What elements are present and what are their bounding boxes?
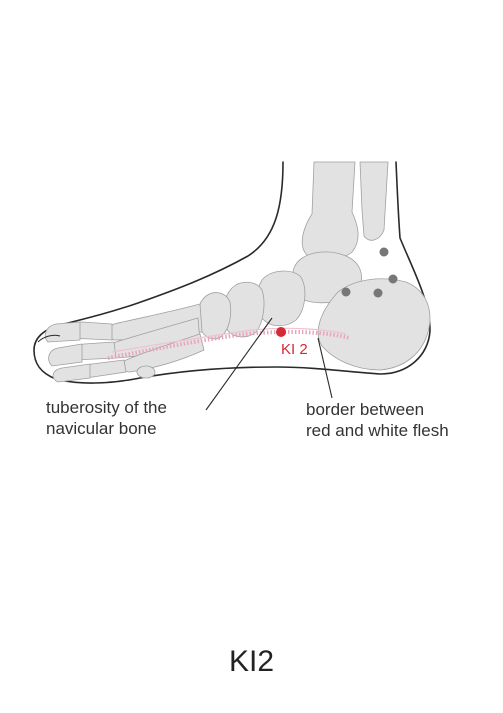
ki2-point-marker — [276, 327, 286, 337]
flesh-border-line — [107, 329, 351, 360]
flesh-border-callout-line-1: border between — [306, 400, 425, 419]
flesh-border-line-secondary — [111, 327, 347, 353]
flesh-border-callout: border between red and white flesh — [306, 399, 449, 441]
flesh-border-callout-line-2: red and white flesh — [306, 421, 449, 440]
acupoint-title: KI2 — [228, 645, 275, 678]
navicular-callout-line-1: tuberosity of the — [46, 398, 167, 417]
toe-bones — [44, 321, 127, 383]
toenail-outline — [37, 334, 61, 343]
tarsal-bones — [197, 251, 431, 371]
flesh-border-leader-line — [317, 337, 333, 399]
foot-outline — [33, 161, 431, 384]
navicular-callout: tuberosity of the navicular bone — [46, 397, 167, 439]
reference-dots — [341, 247, 398, 298]
navicular-callout-line-2: navicular bone — [46, 419, 157, 438]
navicular-leader-line — [205, 317, 273, 411]
ki2-point-label: KI 2 — [281, 341, 308, 358]
leg-bones — [301, 161, 389, 261]
